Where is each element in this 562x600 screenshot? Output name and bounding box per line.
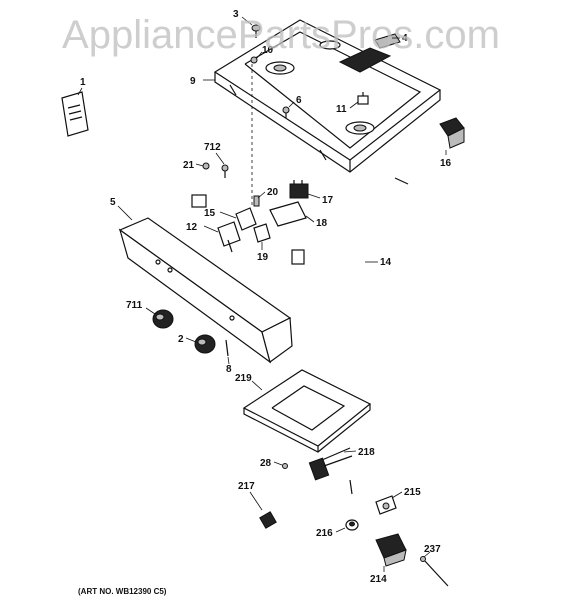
part-15-valve[interactable] — [235, 207, 257, 231]
callout-1: 1 — [80, 77, 86, 88]
art-number: (ART NO. WB12390 C5) — [78, 587, 167, 596]
part-237-pin[interactable] — [420, 556, 449, 587]
callout-14: 14 — [380, 257, 392, 268]
part-9-burner-box[interactable] — [213, 19, 442, 173]
part-11-clip[interactable] — [357, 92, 369, 105]
part-16-switch[interactable] — [439, 117, 465, 149]
part-216-nut[interactable] — [345, 519, 359, 531]
part-219-shield[interactable] — [242, 369, 372, 453]
part-18-bracket[interactable] — [269, 201, 307, 227]
callout-28: 28 — [260, 458, 272, 469]
part-1-manual[interactable] — [61, 91, 89, 137]
callout-9: 9 — [190, 76, 196, 87]
callout-2: 2 — [178, 334, 184, 345]
callout-711: 711 — [126, 300, 143, 311]
part-6-screw[interactable] — [282, 106, 290, 118]
callout-4: 4 — [402, 33, 408, 44]
part-20-screw[interactable] — [253, 195, 260, 207]
part-5-control-panel[interactable] — [118, 217, 293, 364]
callout-21: 21 — [183, 160, 195, 171]
callout-20: 20 — [267, 187, 279, 198]
part-711-knob[interactable] — [152, 309, 174, 329]
part-14-tube[interactable] — [299, 177, 409, 272]
manifold[interactable] — [191, 194, 306, 265]
part-217-burner-tube[interactable] — [259, 472, 356, 529]
part-712-screw[interactable] — [221, 164, 229, 178]
callout-15: 15 — [204, 208, 216, 219]
part-215-bracket[interactable] — [375, 495, 397, 515]
callout-10: 10 — [262, 45, 274, 56]
part-19-valve[interactable] — [253, 223, 271, 243]
part-3-screw[interactable] — [251, 24, 261, 38]
callout-214: 214 — [370, 574, 387, 585]
part-28-screw[interactable] — [282, 463, 288, 469]
callout-17: 17 — [322, 195, 334, 206]
part-214-holder[interactable] — [375, 533, 407, 567]
part-8-clip[interactable] — [225, 339, 229, 357]
callout-3: 3 — [233, 9, 239, 20]
callout-19: 19 — [257, 252, 269, 263]
part-218-igniter[interactable] — [308, 447, 353, 481]
part-21-screw[interactable] — [202, 162, 210, 170]
callout-11: 11 — [336, 104, 347, 115]
part-10-screw[interactable] — [250, 56, 258, 64]
part-4-bracket[interactable] — [338, 33, 401, 73]
callout-12: 12 — [186, 222, 198, 233]
callout-8: 8 — [226, 364, 232, 375]
part-2-knob[interactable] — [194, 334, 216, 354]
callout-237: 237 — [424, 544, 441, 555]
callout-18: 18 — [316, 218, 328, 229]
callout-712: 712 — [204, 142, 221, 153]
part-17-regulator[interactable] — [289, 180, 309, 199]
watermark: AppliancePartsPros.com — [62, 13, 500, 57]
part-12-valve[interactable] — [217, 221, 241, 253]
callout-216: 216 — [316, 528, 333, 539]
callout-215: 215 — [404, 487, 421, 498]
callout-218: 218 — [358, 447, 375, 458]
callout-217: 217 — [238, 481, 255, 492]
callout-219: 219 — [235, 373, 252, 384]
callout-16: 16 — [440, 158, 452, 169]
callout-labels: 1 2 3 4 5 6 8 9 10 11 12 14 15 16 17 18 … — [80, 9, 452, 585]
callout-5: 5 — [110, 197, 116, 208]
callout-6: 6 — [296, 95, 302, 106]
